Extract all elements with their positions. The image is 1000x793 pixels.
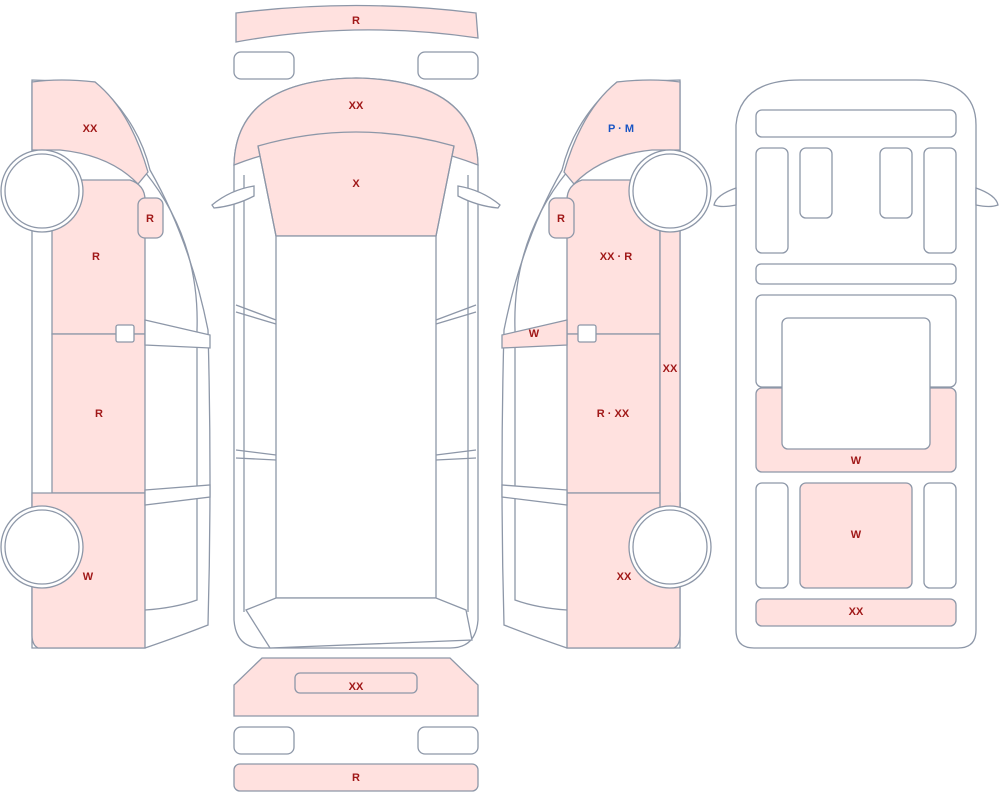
label-left-rear-door: R xyxy=(95,408,103,420)
label-right-mirror: R xyxy=(557,213,565,225)
right-front-door-panel[interactable] xyxy=(566,179,661,335)
label-rear-bumper: R xyxy=(352,15,360,27)
left-window-strip-lower xyxy=(144,484,211,506)
label-right-rear-quarter: XX xyxy=(617,571,632,583)
label-tailgate-bumper: XX xyxy=(849,606,864,618)
label-left-front-door: R xyxy=(92,251,100,263)
right-hood-panel[interactable] xyxy=(563,79,681,185)
rear-view xyxy=(713,79,999,649)
right-rear-door-panel[interactable] xyxy=(566,333,661,494)
right-door-handle xyxy=(577,324,597,343)
roof-main-panel xyxy=(275,235,437,599)
damage-labels: R XX X XX R XX R R R W P · M R XX · R W … xyxy=(83,15,864,784)
label-right-window: W xyxy=(529,328,540,340)
front-plate-panel[interactable] xyxy=(233,763,479,792)
label-right-sill: XX xyxy=(663,363,678,375)
label-tailgate-panel: W xyxy=(851,455,862,467)
right-window-strip-upper[interactable] xyxy=(501,319,568,349)
rear-mirror-left xyxy=(713,187,737,208)
front-light-left xyxy=(233,726,295,755)
label-left-rear-quarter: W xyxy=(83,571,94,583)
right-mirror[interactable] xyxy=(548,197,575,239)
label-tailgate-center: W xyxy=(851,529,862,541)
label-left-mirror: R xyxy=(146,213,154,225)
label-right-front-door: XX · R xyxy=(600,251,632,263)
rear-spoiler xyxy=(755,109,957,138)
label-left-hood: XX xyxy=(83,123,98,135)
left-window-strip-upper xyxy=(144,319,211,349)
tailgate-bumper-panel[interactable] xyxy=(755,598,957,627)
rear-bumper-panel[interactable] xyxy=(235,4,479,43)
top-mirror-left xyxy=(211,185,255,209)
label-front-bumper: XX xyxy=(349,681,364,693)
left-side-view xyxy=(0,79,211,649)
label-right-rear-door: R · XX xyxy=(597,408,630,420)
label-right-hood: P · M xyxy=(608,123,634,135)
left-hood-panel[interactable] xyxy=(31,79,149,185)
front-grille[interactable] xyxy=(294,672,418,694)
label-windshield: X xyxy=(352,178,360,190)
left-front-door-panel[interactable] xyxy=(51,179,146,335)
tailgate-center-panel[interactable] xyxy=(799,482,913,589)
label-roof-front: XX xyxy=(349,100,364,112)
right-window-strip-lower xyxy=(501,484,568,506)
rear-light-right xyxy=(417,51,479,80)
rear-mirror-right xyxy=(975,187,999,208)
left-door-handle xyxy=(115,324,135,343)
top-view xyxy=(211,77,501,649)
rear-window-panel xyxy=(245,597,473,649)
rear-strip xyxy=(755,263,957,285)
top-mirror-right xyxy=(457,185,501,209)
left-mirror[interactable] xyxy=(137,197,164,239)
rear-window xyxy=(781,317,931,450)
rear-light-left xyxy=(233,51,295,80)
right-side-view xyxy=(501,79,712,649)
front-light-right xyxy=(417,726,479,755)
label-front-plate: R xyxy=(352,772,360,784)
windshield-panel[interactable] xyxy=(257,131,455,237)
